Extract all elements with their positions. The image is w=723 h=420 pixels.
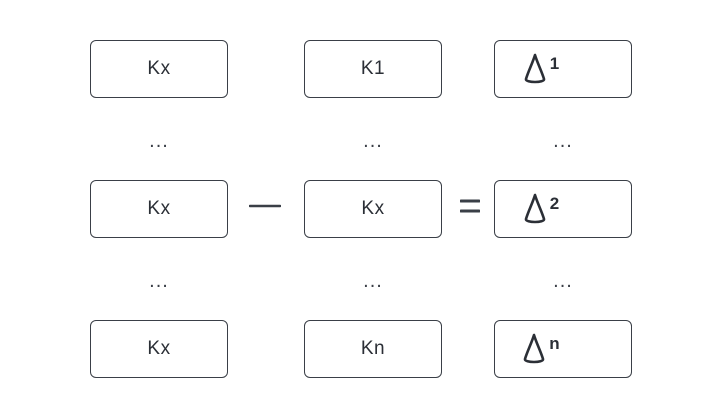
ellipsis-a-lower: ... <box>149 270 169 292</box>
box-c-middle: 2 <box>494 180 632 238</box>
delta-term-n: n <box>522 332 560 366</box>
box-b-top-label: K1 <box>360 58 386 79</box>
ellipsis-c-upper: ... <box>553 130 573 152</box>
minus-sign <box>249 204 281 208</box>
ellipsis-b-lower: ... <box>363 270 383 292</box>
delta-icon <box>524 193 546 224</box>
box-b-bottom-label: Kn <box>360 338 386 359</box>
delta-term-2: 2 <box>523 192 559 226</box>
equals-sign <box>460 199 480 213</box>
box-a-top-label: Kx <box>147 58 171 79</box>
box-c-top: 1 <box>494 40 632 98</box>
delta-subscript: 2 <box>549 194 560 213</box>
box-a-middle: Kx <box>90 180 228 238</box>
delta-icon <box>523 333 545 364</box>
delta-icon <box>524 53 546 84</box>
box-b-bottom: Kn <box>304 320 442 378</box>
delta-subscript: n <box>549 334 560 353</box>
box-c-bottom: n <box>494 320 632 378</box>
box-b-middle-label: Kx <box>361 198 385 219</box>
delta-subscript: 1 <box>549 54 560 73</box>
box-b-middle: Kx <box>304 180 442 238</box>
ellipsis-b-upper: ... <box>363 130 383 152</box>
box-a-middle-label: Kx <box>147 198 171 219</box>
delta-term-1: 1 <box>523 52 559 86</box>
box-b-top: K1 <box>304 40 442 98</box>
box-a-top: Kx <box>90 40 228 98</box>
box-a-bottom-label: Kx <box>147 338 171 359</box>
box-a-bottom: Kx <box>90 320 228 378</box>
ellipsis-a-upper: ... <box>149 130 169 152</box>
ellipsis-c-lower: ... <box>553 270 573 292</box>
